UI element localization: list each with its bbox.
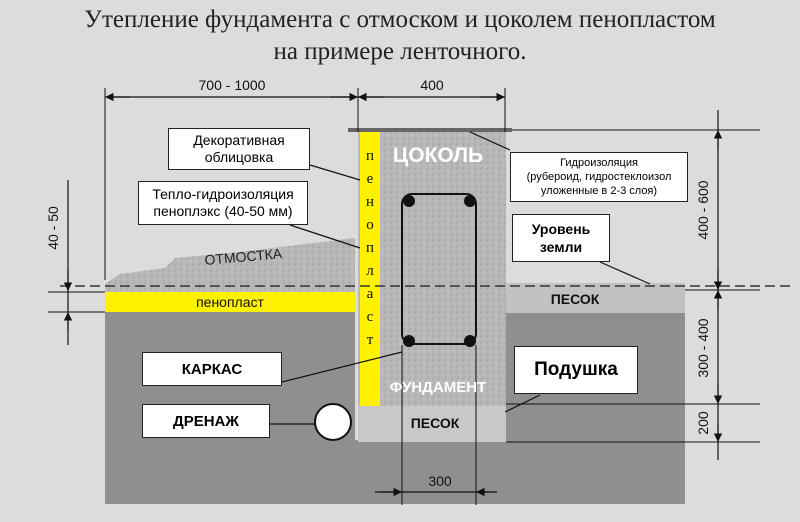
soil-bottom	[355, 440, 685, 504]
title-line-2: на примере ленточного.	[273, 38, 527, 65]
soil-right-lower	[505, 405, 685, 445]
callout-ground-line2: земли	[539, 239, 583, 255]
dim-left-text: 40 - 50	[45, 206, 61, 250]
rebar-frame	[401, 193, 477, 345]
callout-podushka-text: Подушка	[534, 359, 618, 380]
dim-top-right-text: 400	[420, 77, 444, 93]
callout-karkas-text: КАРКАС	[181, 360, 243, 378]
callout-karkas: КАРКАС	[142, 352, 282, 386]
leader-podushka	[504, 394, 541, 413]
callout-insul-line1: Тепло-гидроизоляция	[152, 186, 294, 202]
callout-decor: Декоративная облицовка	[168, 128, 310, 170]
horizontal-insulation	[105, 292, 355, 312]
vletter-0: п	[366, 148, 374, 164]
dim-right-bottom-text: 200	[695, 411, 711, 435]
label-cokol: ЦОКОЛЬ	[393, 144, 483, 167]
label-penoplast-horizontal: пенопласт	[196, 294, 264, 310]
vletter-1: е	[367, 171, 374, 187]
rebar-3	[403, 335, 415, 347]
leader-ground	[599, 261, 651, 285]
label-otmostka: ОТМОСТКА	[204, 245, 283, 268]
dim-right-middle-text: 300 - 400	[695, 318, 711, 377]
diagram-title: Утепление фундамента с отмоском и цоколе…	[0, 4, 800, 68]
callout-ground-line1: Уровень	[531, 221, 591, 237]
vletter-4: п	[366, 240, 374, 256]
dim-bottom-text: 300	[428, 473, 452, 489]
vletter-7: с	[367, 309, 374, 325]
callout-hydro-line3: уложенные в 2-3 слоя)	[540, 185, 658, 197]
leader-decor	[309, 164, 361, 181]
callout-hydro-line1: Гидроизоляция	[560, 157, 638, 169]
leader-hydro	[469, 131, 511, 151]
callout-decor-line2: облицовка	[204, 149, 274, 165]
callout-insulation: Тепло-гидроизоляция пеноплэкс (40-50 мм)	[138, 181, 308, 225]
foundation-body	[358, 132, 506, 406]
label-pesok-bottom: ПЕСОК	[411, 415, 460, 431]
callout-hydro: Гидроизоляция (рубероид, гидростеклоизол…	[510, 152, 688, 202]
vertical-insulation	[360, 132, 380, 406]
drainage-pipe	[314, 403, 352, 441]
callout-podushka: Подушка	[514, 346, 638, 394]
callout-hydro-line2: (рубероид, гидростеклоизол	[526, 171, 672, 183]
dim-right-top-text: 400 - 600	[695, 180, 711, 239]
vletter-5: л	[366, 263, 374, 279]
rebar-1	[403, 195, 415, 207]
vletter-6: а	[367, 286, 374, 302]
callout-drenazh-text: ДРЕНАЖ	[173, 412, 239, 430]
sand-right	[505, 283, 685, 313]
leader-karkas	[281, 351, 403, 383]
callout-insul-line2: пеноплэкс (40-50 мм)	[153, 203, 293, 219]
vertical-penoplast-text: п е н о п л а с т	[366, 148, 374, 348]
vletter-3: о	[366, 217, 374, 233]
dim-top-left-text: 700 - 1000	[199, 77, 266, 93]
rebar-4	[464, 335, 476, 347]
label-fundament: ФУНДАМЕНТ	[390, 379, 486, 396]
label-pesok-right: ПЕСОК	[551, 291, 600, 307]
title-line-1: Утепление фундамента с отмоском и цоколе…	[84, 6, 716, 33]
vletter-8: т	[367, 332, 374, 348]
blind-area	[105, 238, 355, 292]
callout-drenazh: ДРЕНАЖ	[142, 404, 270, 438]
callout-ground-level: Уровень земли	[512, 214, 610, 262]
vletter-2: н	[366, 194, 374, 210]
callout-decor-line1: Декоративная	[193, 132, 285, 148]
sand-cushion	[358, 404, 506, 442]
leader-insul	[289, 224, 361, 249]
rebar-2	[464, 195, 476, 207]
